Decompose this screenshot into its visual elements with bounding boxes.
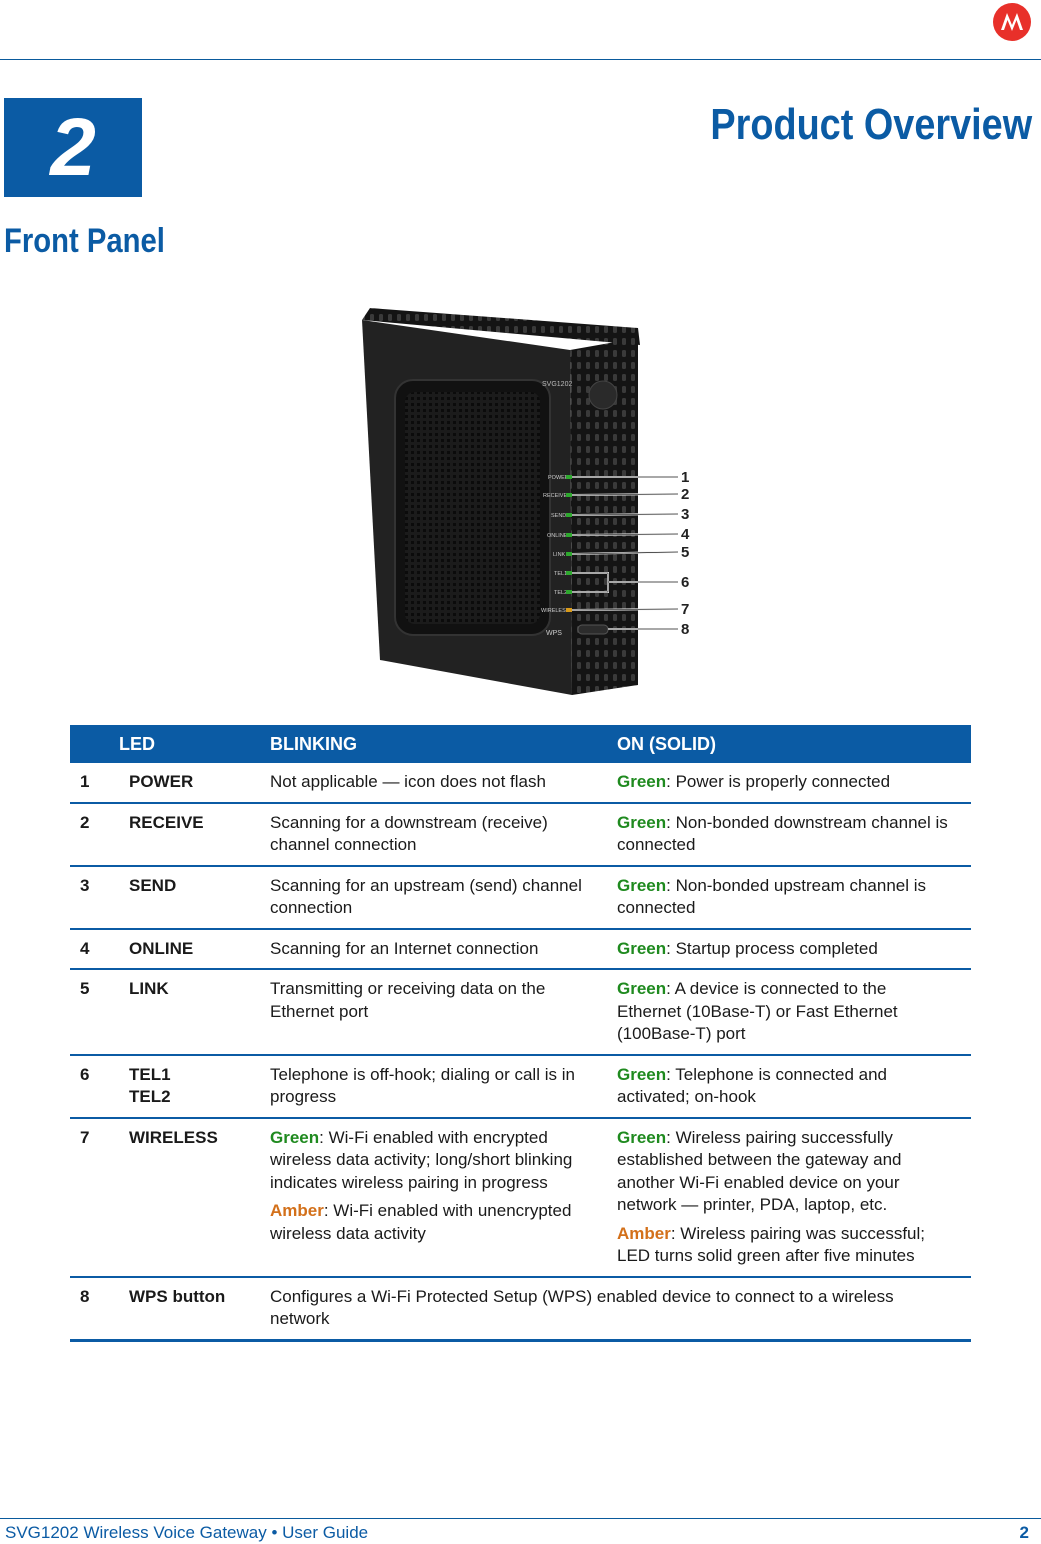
table-row: 2 RECEIVE Scanning for a downstream (rec… — [70, 802, 971, 867]
solid-amber-para: Amber: Wireless pairing was successful; … — [617, 1223, 951, 1268]
motorola-logo-icon — [993, 3, 1031, 41]
led-name-tel2: TEL2 — [129, 1087, 171, 1106]
row-number: 2 — [70, 802, 129, 867]
blink-text: : Wi-Fi enabled with encrypted wireless … — [270, 1127, 573, 1192]
table-row: 1 POWER Not applicable — icon does not f… — [70, 763, 971, 804]
solid-green-para: Green: Wireless pairing successfully est… — [617, 1127, 951, 1217]
led-name: POWER — [129, 763, 270, 804]
solid-desc: Green: Power is properly connected — [617, 763, 971, 804]
svg-text:WPS: WPS — [546, 630, 562, 637]
color-label: Green — [617, 772, 667, 791]
callout-4: 4 — [681, 526, 690, 543]
table-row: 7 WIRELESS Green: Wi-Fi enabled with enc… — [70, 1117, 971, 1278]
svg-text:POWER: POWER — [548, 475, 569, 481]
led-name: SEND — [129, 865, 270, 930]
header-solid: ON (SOLID) — [617, 725, 971, 763]
color-label: Green — [617, 1064, 667, 1084]
callout-3: 3 — [681, 506, 689, 523]
callout-5: 5 — [681, 544, 689, 561]
table-row: 4 ONLINE Scanning for an Internet connec… — [70, 928, 971, 970]
solid-text: : Wireless pairing successfully establis… — [617, 1127, 902, 1215]
header-led: LED — [70, 725, 270, 763]
wps-description: Configures a Wi-Fi Protected Setup (WPS)… — [270, 1276, 971, 1342]
row-number: 3 — [70, 865, 129, 930]
callout-6: 6 — [681, 574, 689, 591]
led-name: ONLINE — [129, 928, 270, 970]
blinking-desc: Not applicable — icon does not flash — [270, 763, 617, 804]
solid-desc: Green: A device is connected to the Ethe… — [617, 969, 971, 1056]
led-name: LINK — [129, 969, 270, 1056]
svg-text:WIRELESS: WIRELESS — [541, 608, 570, 614]
table-header-row: LED BLINKING ON (SOLID) — [70, 725, 971, 763]
svg-text:TEL2: TEL2 — [554, 590, 567, 596]
blinking-desc: Green: Wi-Fi enabled with encrypted wire… — [270, 1117, 617, 1278]
led-name: WPS button — [129, 1276, 270, 1342]
solid-text: : Non-bonded upstream channel is connect… — [617, 875, 927, 918]
color-label: Green — [617, 812, 667, 832]
svg-text:SEND: SEND — [551, 513, 566, 519]
callout-1: 1 — [681, 469, 689, 486]
solid-text: : Startup process completed — [666, 938, 878, 958]
callout-8: 8 — [681, 621, 689, 638]
blinking-desc: Transmitting or receiving data on the Et… — [270, 969, 617, 1056]
page-number: 2 — [1019, 1523, 1029, 1542]
solid-text: : A device is connected to the Ethernet … — [617, 979, 898, 1043]
led-name-tel1: TEL1 — [129, 1064, 171, 1084]
row-number: 6 — [70, 1054, 129, 1119]
led-status-table: LED BLINKING ON (SOLID) 1 POWER Not appl… — [70, 725, 971, 1342]
callout-2: 2 — [681, 486, 689, 503]
header-rule — [0, 59, 1041, 60]
solid-text: : Power is properly connected — [666, 772, 891, 791]
svg-text:TEL1: TEL1 — [554, 571, 567, 577]
row-number: 7 — [70, 1117, 129, 1278]
svg-text:LINK: LINK — [553, 552, 566, 558]
solid-desc: Green: Startup process completed — [617, 928, 971, 970]
color-label: Green — [617, 875, 667, 895]
color-label: Green — [617, 938, 667, 958]
color-label: Green — [617, 1127, 667, 1147]
table-row: 5 LINK Transmitting or receiving data on… — [70, 969, 971, 1056]
row-number: 1 — [70, 763, 129, 804]
footer-title: SVG1202 Wireless Voice Gateway • User Gu… — [5, 1523, 369, 1542]
blink-text: : Wi-Fi enabled with unencrypted wireles… — [270, 1201, 572, 1243]
solid-desc: Green: Non-bonded downstream channel is … — [617, 802, 971, 867]
footer-rule — [0, 1518, 1041, 1519]
section-title: Front Panel — [4, 222, 165, 260]
row-number: 5 — [70, 969, 129, 1056]
solid-text: : Telephone is connected and activated; … — [617, 1064, 887, 1107]
svg-text:RECEIVE: RECEIVE — [543, 493, 567, 499]
chapter-number: 2 — [4, 98, 142, 197]
blink-amber-para: Amber: Wi-Fi enabled with unencrypted wi… — [270, 1200, 607, 1245]
color-label: Amber — [270, 1201, 324, 1220]
blink-green-para: Green: Wi-Fi enabled with encrypted wire… — [270, 1127, 607, 1195]
blinking-desc: Scanning for an upstream (send) channel … — [270, 865, 617, 930]
svg-text:ONLINE: ONLINE — [547, 533, 568, 539]
led-name: WIRELESS — [129, 1117, 270, 1278]
color-label: Green — [270, 1127, 320, 1147]
row-number: 8 — [70, 1276, 129, 1342]
chapter-title: Product Overview — [710, 100, 1032, 149]
solid-desc: Green: Non-bonded upstream channel is co… — [617, 865, 971, 930]
solid-text: : Wireless pairing was successful; LED t… — [617, 1223, 925, 1266]
device-model-label: SVG1202 — [542, 381, 572, 388]
color-label: Green — [617, 979, 667, 998]
led-name: RECEIVE — [129, 802, 270, 867]
solid-desc: Green: Wireless pairing successfully est… — [617, 1117, 971, 1278]
color-label: Amber — [617, 1223, 671, 1243]
blinking-desc: Scanning for an Internet connection — [270, 928, 617, 970]
blinking-desc: Telephone is off-hook; dialing or call i… — [270, 1054, 617, 1119]
table-row: 3 SEND Scanning for an upstream (send) c… — [70, 865, 971, 930]
solid-desc: Green: Telephone is connected and activa… — [617, 1054, 971, 1119]
header-blinking: BLINKING — [270, 725, 617, 763]
row-number: 4 — [70, 928, 129, 970]
table-row: 8 WPS button Configures a Wi-Fi Protecte… — [70, 1276, 971, 1342]
blinking-desc: Scanning for a downstream (receive) chan… — [270, 802, 617, 867]
gateway-front-panel-image: SVG1202 POWER RECEIVE SEND ONLINE LINK T… — [362, 308, 690, 695]
callout-7: 7 — [681, 601, 689, 618]
solid-text: : Non-bonded downstream channel is conne… — [617, 812, 948, 855]
